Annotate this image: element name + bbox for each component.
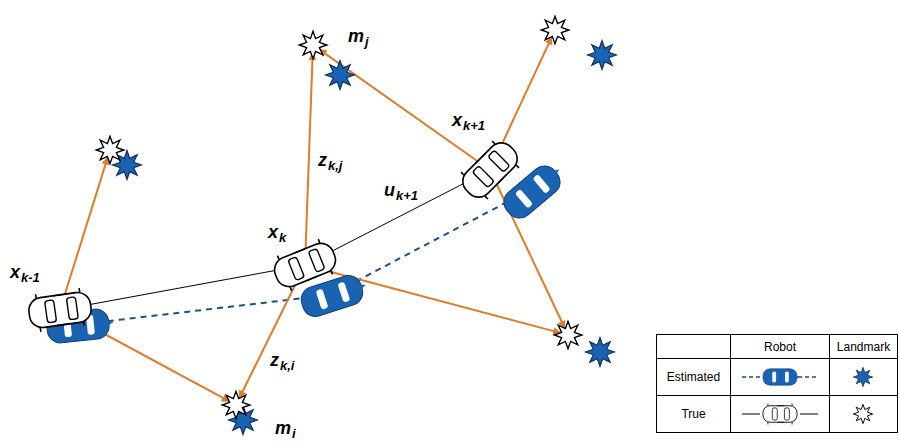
landmark-symbol: m [348, 26, 364, 46]
pose-symbol: x [452, 110, 462, 130]
landmark-index: j [365, 35, 369, 49]
pose-symbol: x [10, 262, 20, 282]
landmark-symbol: m [275, 418, 291, 438]
pose-index: k+1 [463, 119, 485, 133]
measurement-symbol: z [270, 350, 279, 370]
pose-index: k-1 [21, 271, 40, 285]
control-index: k+1 [396, 189, 418, 203]
pose-symbol: x [268, 222, 278, 242]
measurement-index: k,i [280, 359, 294, 373]
table-header: Landmark [830, 339, 897, 355]
table-header: Robot [731, 339, 829, 355]
measurement-symbol: z [318, 150, 327, 170]
table-row-header: True [657, 406, 730, 422]
table-row-header: Estimated [657, 369, 730, 385]
measurement-index: k,j [328, 159, 342, 173]
landmark-index: i [292, 427, 296, 441]
pose-index: k [279, 231, 286, 245]
control-symbol: u [384, 180, 395, 200]
